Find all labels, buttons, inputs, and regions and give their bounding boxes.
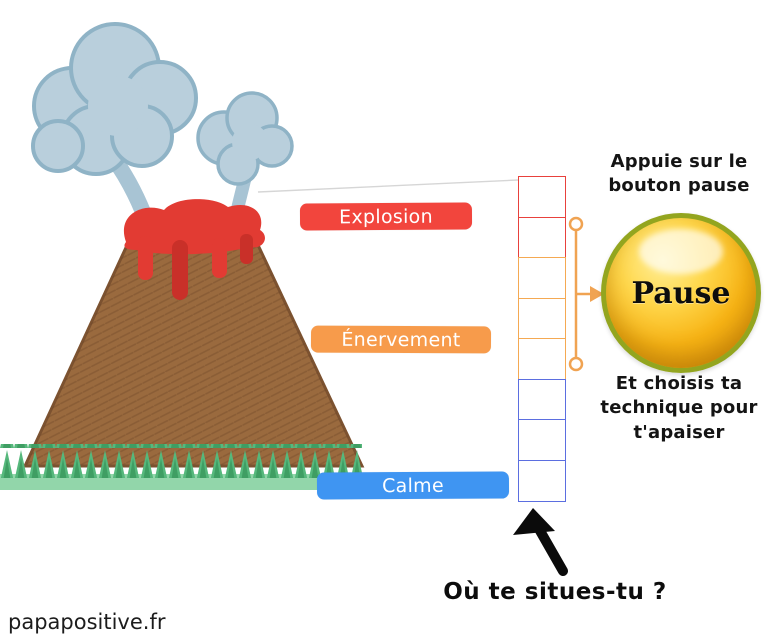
label-calme-text: Calme (381, 474, 444, 497)
pause-button-label: Pause (631, 275, 731, 311)
scale-box-enervement (518, 257, 566, 299)
smoke-cloud-large-icon (31, 22, 198, 176)
instruction-top: Appuie sur le bouton pause (608, 151, 750, 197)
lava-icon (123, 199, 265, 300)
emotion-scale (518, 176, 566, 502)
question-text: Où te situes-tu ? (443, 579, 667, 605)
smoke-cloud-small-icon (196, 91, 294, 186)
bracket-arrow-icon (568, 216, 604, 372)
label-enervement-text: Énervement (341, 328, 461, 351)
scale-box-calme (518, 459, 566, 502)
volcano-body (22, 226, 365, 468)
label-explosion: Explosion (299, 202, 473, 231)
watermark: papapositive.fr (8, 610, 166, 634)
scale-box-enervement (518, 338, 566, 380)
scale-box-calme (518, 419, 566, 461)
label-explosion-text: Explosion (339, 205, 433, 228)
scale-box-calme (518, 378, 566, 421)
label-calme: Calme (316, 471, 510, 500)
scale-box-explosion (518, 176, 566, 218)
scale-box-enervement (518, 297, 566, 340)
instruction-bottom: Et choisis ta technique pour t'apaiser (600, 373, 758, 443)
trees-icon (0, 444, 366, 490)
up-arrow-icon (513, 508, 568, 576)
pause-button[interactable]: Pause (601, 213, 761, 373)
volcano-illustration (0, 22, 366, 490)
label-enervement: Énervement (310, 325, 492, 354)
scale-box-explosion (518, 216, 566, 259)
